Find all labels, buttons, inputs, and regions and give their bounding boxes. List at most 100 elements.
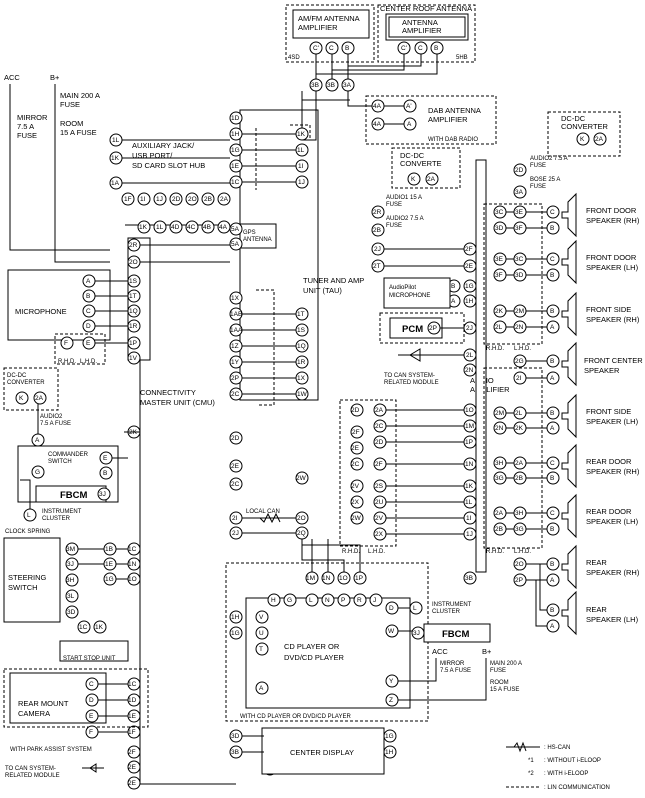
center-roof-antenna-frame [377,4,476,63]
svg-text:2W: 2W [296,475,307,482]
svg-text:C: C [89,681,94,688]
svg-text:B: B [550,358,554,365]
svg-text:3D: 3D [231,733,240,740]
microphone-pins: A B C D F E [60,274,96,350]
svg-text:3A: 3A [515,189,524,196]
svg-text:1W: 1W [297,391,308,398]
svg-text:2I: 2I [516,375,522,382]
gps-antenna [239,223,277,249]
svg-text:2L: 2L [495,324,503,331]
svg-text:3C: 3C [515,256,524,263]
svg-text:2Q: 2Q [297,530,306,537]
svg-text:3B: 3B [231,749,239,756]
svg-text:2L: 2L [466,352,474,359]
svg-text:B: B [434,45,438,52]
svg-text:3H: 3H [515,510,524,517]
svg-text:2P: 2P [429,325,437,332]
svg-text:3E: 3E [515,209,524,216]
b-plus-label-2: B+ [482,647,492,656]
svg-text:Z: Z [389,697,393,704]
svg-text:2C: 2C [351,461,360,468]
svg-text:1V: 1V [129,355,138,362]
svg-text:G: G [287,597,292,604]
amp-rhd: R.H.D. [342,549,360,555]
speaker-icon-front-door-lh [561,239,577,285]
svg-text:2A: 2A [375,407,384,414]
svg-text:2F: 2F [465,246,473,253]
speaker-icon-front-center [561,341,577,387]
svg-text:2A: 2A [427,176,436,183]
svg-text:4C: 4C [187,224,196,231]
svg-text:1J: 1J [156,196,163,203]
svg-text:3L: 3L [67,593,75,600]
b-plus-label: B+ [50,73,60,82]
svg-text:1E: 1E [128,713,137,720]
svg-text:3J: 3J [67,561,74,568]
svg-text:2X: 2X [375,531,384,538]
svg-text:1K: 1K [95,624,104,631]
svg-text:1P: 1P [355,575,363,582]
svg-text:1H: 1H [231,614,240,621]
svg-text:2A: 2A [220,196,229,203]
svg-text:1M: 1M [306,575,315,582]
svg-text:1C: 1C [231,179,240,186]
cd-player-box [245,597,411,709]
legend: : HS-CAN *1 : WITHOUT i-ELOOP *2 : WITH … [506,741,610,791]
cd-pins: 1M 1N 1O 1P H G L N P R J D W Y Z V U T … [229,571,399,707]
svg-text:G: G [35,469,40,476]
svg-text:C': C' [401,45,407,52]
svg-text:B: B [86,293,90,300]
svg-text:2A: 2A [595,136,604,143]
svg-text:1E: 1E [105,561,114,568]
svg-text:4A: 4A [373,121,382,128]
spk-lhd-2: L.H.D. [514,549,531,555]
svg-text:2V: 2V [351,483,360,490]
svg-text:2S: 2S [375,483,384,490]
svg-text:2K: 2K [495,308,504,315]
svg-text:2N: 2N [495,425,504,432]
svg-text:2M: 2M [515,308,524,315]
with-dab-label: WITH DAB RADIO [428,137,478,143]
svg-text:C: C [550,510,555,517]
svg-text:1G: 1G [231,630,240,637]
svg-text:2O: 2O [188,196,197,203]
speaker-label-3: FRONT CENTER [584,356,643,365]
svg-text:1H: 1H [385,749,394,756]
svg-text:1D: 1D [128,697,137,704]
svg-text:1G: 1G [385,733,394,740]
amp-pins-mid: 2D 2F 2E 2C 2V 2X 2W 2A 2C 2D 2F 2S 2U 2… [350,403,477,585]
svg-text:2I: 2I [232,515,238,522]
spk-rhd-2: R.H.D. [486,549,504,555]
legend-mark1: *1 [528,758,534,764]
svg-text:3D: 3D [495,225,504,232]
svg-text:3F: 3F [495,272,503,279]
mic-rhd: R.H.D. [58,359,76,365]
svg-text:C: C [329,45,334,52]
svg-text:2T: 2T [373,263,381,270]
svg-text:B: B [550,225,554,232]
svg-text:2R: 2R [129,242,138,249]
svg-text:F: F [64,340,68,347]
svg-text:4A: 4A [219,224,228,231]
svg-text:2O: 2O [129,259,138,266]
amp-lhd: L.H.D. [368,549,385,555]
svg-text:L: L [309,597,313,604]
svg-text:1L: 1L [465,499,473,506]
svg-text:2P: 2P [231,375,239,382]
svg-text:1A: 1A [111,180,120,187]
svg-text:C: C [86,308,91,315]
svg-text:A: A [550,623,555,630]
steering-pins: 3M 3J 3H 3L 3D 1B 1E 1G 1C 1K 1AB 1AA [65,542,117,654]
speaker-terminals: C B C B B A B A B A C B C B B A B A [546,205,560,633]
svg-text:D: D [89,697,94,704]
svg-text:1C: 1C [128,546,137,553]
speaker-icon-front-side-lh [561,393,577,439]
svg-text:K: K [580,136,585,143]
